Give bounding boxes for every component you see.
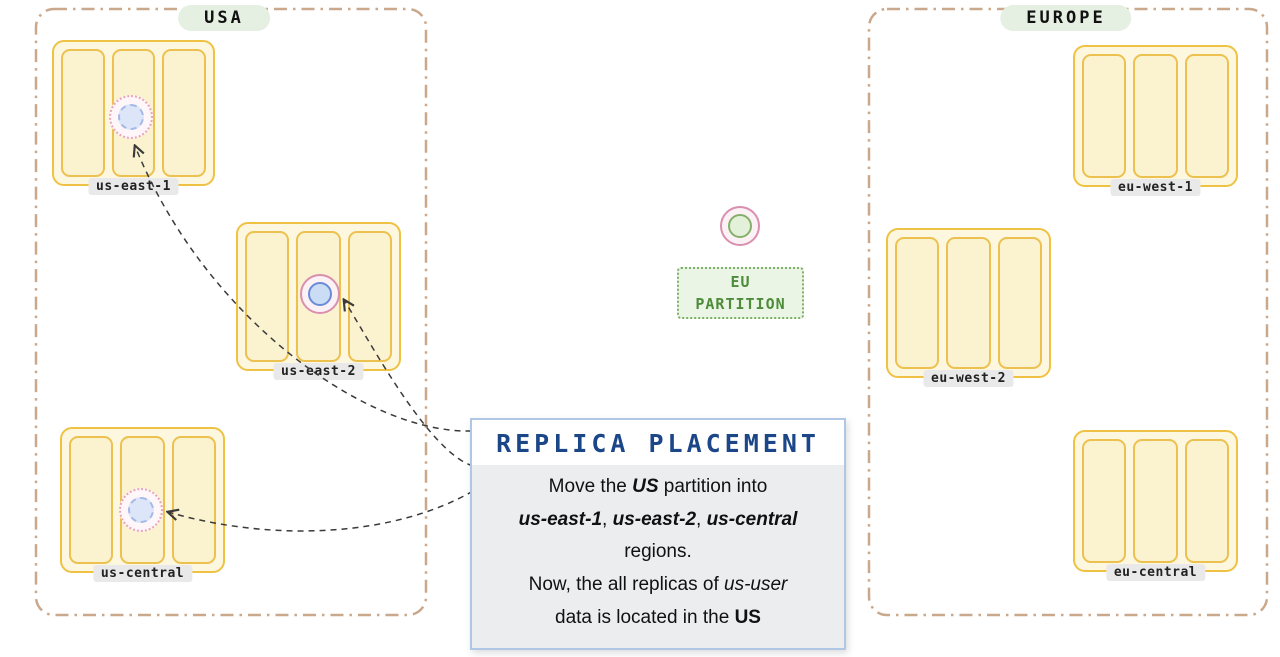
- rack-slat: [1082, 54, 1127, 178]
- rack-slat: [1082, 439, 1127, 563]
- zone-us-east-2: us-east-2: [236, 222, 401, 380]
- replica-us-east-2: [300, 274, 340, 314]
- replica-placement-card: REPLICA PLACEMENT Move the US partition …: [470, 418, 846, 651]
- replica-green-icon: [728, 214, 752, 238]
- usa-region-label: USA: [178, 5, 270, 31]
- eu-partition-label: EU PARTITION: [677, 267, 804, 319]
- rack-slat: [1133, 54, 1178, 178]
- rack-slat: [1133, 439, 1178, 563]
- eu-partition-line2: PARTITION: [695, 295, 786, 313]
- zone-us-central: us-central: [60, 427, 225, 582]
- rack-slat: [245, 231, 290, 362]
- rack-slat: [171, 436, 216, 564]
- replica-placeholder-us-east-1: [109, 95, 153, 139]
- zone-label-eu-central: eu-central: [1105, 564, 1206, 581]
- card-title: REPLICA PLACEMENT: [496, 429, 820, 458]
- zone-eu-west-2: eu-west-2: [886, 228, 1051, 387]
- zone-eu-west-1: eu-west-1: [1073, 45, 1238, 196]
- replica-ghost-icon: [128, 497, 154, 523]
- eu-partition-line1: EU: [730, 272, 751, 291]
- replica-ghost-icon: [118, 104, 144, 130]
- rack-slat: [997, 237, 1042, 369]
- zone-label-us-central: us-central: [92, 565, 193, 582]
- rack-slat: [895, 237, 940, 369]
- zone-label-us-east-2: us-east-2: [273, 363, 364, 380]
- replica-blue-icon: [308, 282, 332, 306]
- rack-slat: [69, 436, 114, 564]
- zone-label-eu-west-2: eu-west-2: [923, 370, 1014, 387]
- rack-slat: [1184, 439, 1229, 563]
- rack-slat: [61, 49, 105, 177]
- zone-label-us-east-1: us-east-1: [88, 178, 179, 195]
- eu-partition-marker: [720, 206, 760, 246]
- rack-slat: [162, 49, 207, 177]
- rack-slat: [1184, 54, 1229, 178]
- rack-slat: [347, 231, 392, 362]
- zone-us-east-1: us-east-1: [52, 40, 215, 195]
- zone-eu-central: eu-central: [1073, 430, 1238, 581]
- replica-placeholder-us-central: [119, 488, 163, 532]
- zone-label-eu-west-1: eu-west-1: [1110, 179, 1201, 196]
- rack-slat: [946, 237, 991, 369]
- europe-region-label: EUROPE: [1000, 5, 1132, 31]
